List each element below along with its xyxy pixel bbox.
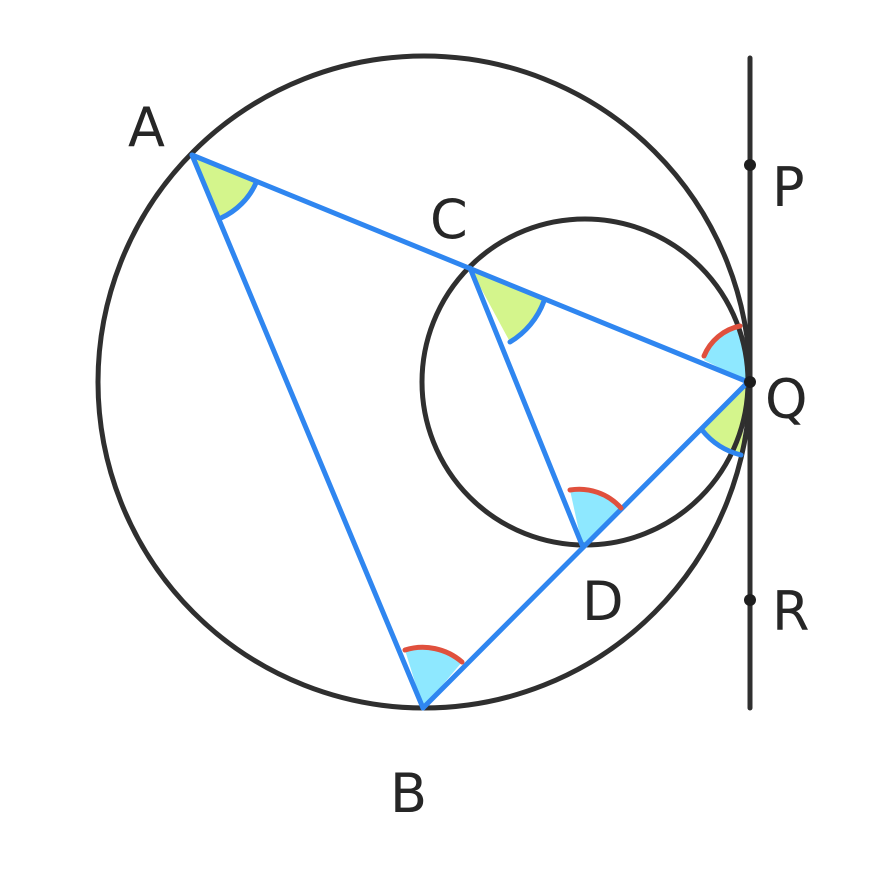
angle-d-fill	[570, 489, 621, 545]
angle-c-fill	[470, 268, 544, 342]
segment-bq	[420, 379, 751, 711]
point-q	[744, 376, 756, 388]
angle-a-arc	[218, 180, 259, 221]
angle-q-lower-arc	[699, 427, 744, 458]
angle-q-upper-arc	[701, 323, 743, 359]
angle-d-arc	[567, 486, 624, 511]
segment-ab	[189, 152, 426, 711]
segment-cd	[467, 265, 585, 548]
label-d: D	[582, 570, 624, 633]
label-p: P	[772, 156, 805, 219]
point-p	[744, 159, 756, 171]
label-r: R	[772, 580, 810, 643]
angle-q-upper-fill	[704, 326, 748, 382]
angle-a-fill	[192, 155, 256, 218]
point-r	[744, 594, 756, 606]
label-q: Q	[765, 368, 808, 431]
angle-b-arc	[402, 644, 465, 665]
label-a: A	[128, 96, 165, 159]
label-c: C	[430, 188, 468, 251]
angle-c-arc	[507, 298, 547, 345]
label-b: B	[390, 762, 427, 825]
